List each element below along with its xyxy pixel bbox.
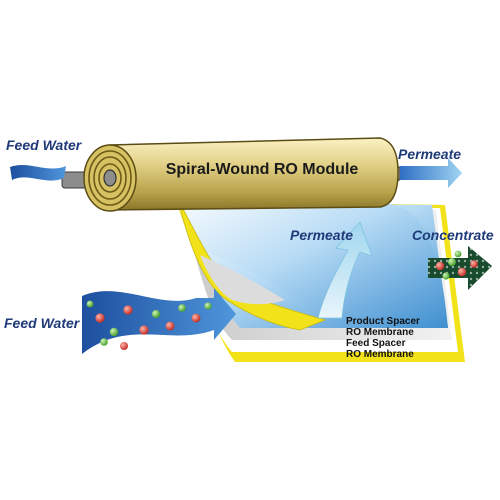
spiral-ring-3	[98, 163, 122, 193]
feed-red-particle	[139, 325, 149, 335]
permeate-label-top: Permeate	[398, 146, 461, 162]
concentrate-green-particle	[448, 258, 456, 266]
layer-labels: Product Spacer RO Membrane Feed Spacer R…	[346, 316, 420, 360]
membrane-envelope	[175, 190, 465, 362]
module-title: Spiral-Wound RO Module	[166, 161, 359, 178]
layer-label-ro-membrane-1: RO Membrane	[346, 327, 414, 338]
layer-label-feed-spacer: Feed Spacer	[346, 338, 406, 349]
feed-red-particle	[165, 321, 175, 331]
concentrate-red-particle	[457, 267, 467, 277]
module-body	[109, 137, 399, 211]
feed-green-particle	[109, 327, 119, 337]
concentrate-red-particle	[435, 261, 445, 271]
feed-water-label-top: Feed Water	[6, 137, 83, 153]
layer-label-ro-membrane-2: RO Membrane	[346, 349, 414, 360]
permeate-rising-arrow	[317, 221, 373, 319]
spiral-ring-1	[88, 150, 132, 206]
feed-water-label-bottom: Feed Water	[4, 315, 81, 331]
top-permeate-sheet	[175, 190, 448, 328]
spiral-core	[103, 169, 117, 187]
layer-label-product-spacer: Product Spacer	[346, 316, 420, 327]
feed-green-particle	[152, 310, 160, 318]
grey-curl-fold	[200, 255, 285, 305]
feed-red-particle	[120, 342, 128, 350]
feed-red-particle	[191, 313, 201, 323]
concentrate-red-particle	[470, 260, 478, 268]
concentrate-green-particle	[442, 272, 450, 280]
feed-green-particle	[178, 304, 186, 312]
feed-red-particle	[95, 313, 105, 323]
feed-water-inlet-arrow	[10, 164, 66, 181]
feed-green-particle	[100, 338, 108, 346]
feed-water-flow-arrow	[82, 288, 236, 354]
spiral-wound-module: Spiral-Wound RO Module	[61, 137, 401, 212]
concentrate-label: Concentrate	[412, 227, 494, 243]
concentrate-green-particle	[454, 250, 462, 258]
feed-green-particle	[204, 302, 212, 310]
concentrate-outlet-arrow	[428, 246, 492, 290]
spiral-ring-2	[93, 156, 127, 200]
feed-red-particle	[123, 305, 133, 315]
permeate-outlet-arrow	[400, 158, 462, 188]
permeate-label-middle: Permeate	[290, 227, 353, 243]
feed-green-particle	[86, 300, 94, 308]
